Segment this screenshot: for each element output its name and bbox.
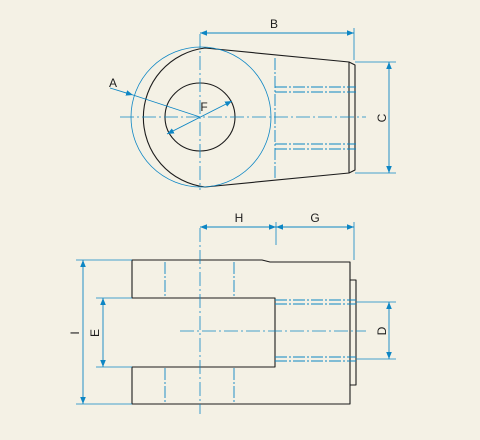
dim-i-label: I [68,331,82,334]
dim-f-label: F [200,100,207,114]
front-view-outline [131,259,351,405]
dim-e-label: E [88,329,102,337]
dim-h-label: H [235,211,244,225]
dim-f-line [166,100,233,135]
top-view: B C A F [109,17,396,190]
dim-d-label: D [375,326,389,335]
dim-g-label: G [310,211,319,225]
dim-a-label: A [109,76,117,90]
top-view-outline [142,47,350,188]
dim-b-label: B [270,17,278,31]
top-view-end-flange [348,61,356,174]
dim-c-label: C [375,113,389,122]
dim-a-leader [109,87,134,96]
front-view-end-flange [350,279,357,386]
front-view: H G D E I [68,211,396,414]
